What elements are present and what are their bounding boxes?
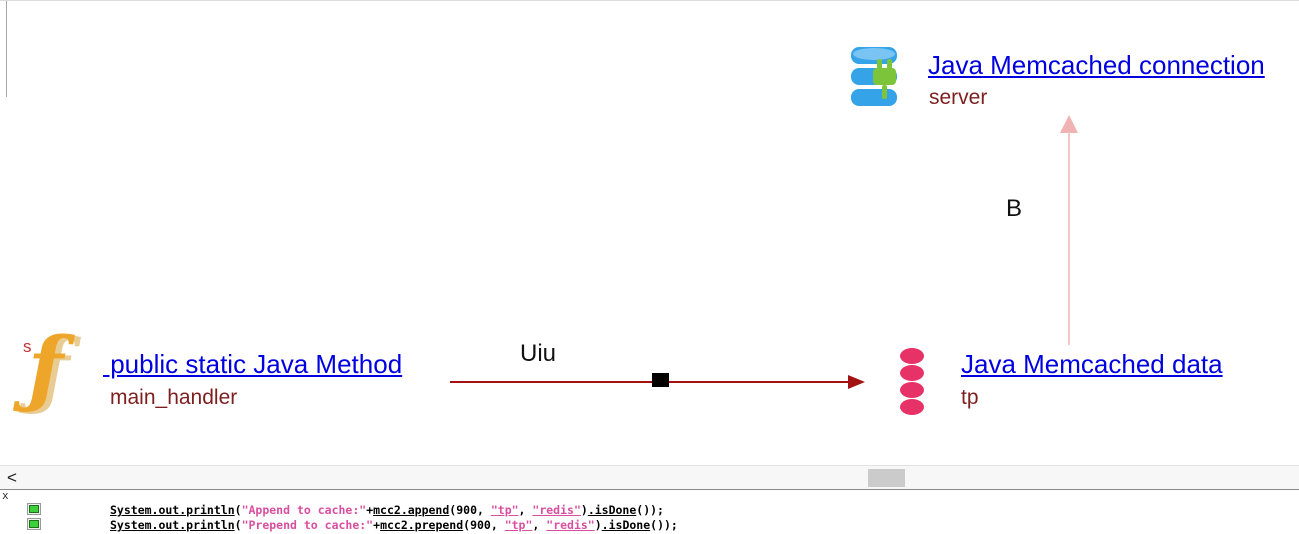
connection-node-subtitle: server xyxy=(929,86,988,109)
canvas-edge-line xyxy=(6,1,7,97)
code-token: mcc2.append xyxy=(373,503,450,517)
code-token: mcc2.prepend xyxy=(380,518,464,532)
code-token: "redis" xyxy=(546,518,595,532)
java-method-icon[interactable]: ƒ xyxy=(28,320,64,416)
method-node-subtitle: main_handler xyxy=(110,386,238,409)
breakpoint-fill xyxy=(29,505,39,513)
code-token: ) xyxy=(594,518,602,532)
code-token: + xyxy=(366,503,374,517)
code-token: "Prepend to cache:" xyxy=(241,518,374,532)
method-node-title[interactable]: public static Java Method xyxy=(103,349,403,379)
connection-node-title[interactable]: Java Memcached connection xyxy=(928,50,1265,80)
code-panel: x System.out.println("Append to cache:"+… xyxy=(0,489,1299,534)
code-token: ()); xyxy=(636,503,664,517)
edge-label-b[interactable]: B xyxy=(1006,195,1023,222)
edge-arrowhead-right xyxy=(848,375,865,389)
edge-arrowhead-up xyxy=(1060,115,1078,133)
code-token: + xyxy=(373,518,381,532)
memcached-data-icon[interactable] xyxy=(899,347,927,417)
code-token: , xyxy=(518,503,533,517)
code-token: .isDone xyxy=(587,503,637,517)
data-node-subtitle: tp xyxy=(961,386,979,409)
static-badge: s xyxy=(23,337,32,356)
code-token: (900, xyxy=(449,503,491,517)
code-token: "redis" xyxy=(532,503,581,517)
code-token: ) xyxy=(580,503,588,517)
code-token: , xyxy=(532,518,547,532)
data-node-title[interactable]: Java Memcached data xyxy=(961,349,1223,379)
panel-close-icon[interactable]: x xyxy=(2,489,9,502)
code-token: "Append to cache:" xyxy=(241,503,367,517)
edge-midpoint-handle[interactable] xyxy=(652,373,669,387)
breakpoint-icon[interactable] xyxy=(27,503,41,515)
scroll-left-button[interactable]: < xyxy=(7,468,17,487)
horizontal-scrollbar[interactable]: < xyxy=(0,465,1299,490)
code-line[interactable]: System.out.println("Append to cache:"+mc… xyxy=(110,504,664,517)
breakpoint-icon[interactable] xyxy=(27,518,41,530)
code-token: ()); xyxy=(650,518,678,532)
code-token: (900, xyxy=(463,518,505,532)
code-token: .isDone xyxy=(601,518,651,532)
edge-label-uiu[interactable]: Uiu xyxy=(520,340,557,367)
memcached-connection-icon[interactable] xyxy=(846,43,904,119)
code-line[interactable]: System.out.println("Prepend to cache:"+m… xyxy=(110,519,678,532)
scrollbar-thumb[interactable] xyxy=(868,469,905,487)
code-token: ( xyxy=(234,503,242,517)
breakpoint-fill xyxy=(29,520,39,528)
code-token: "tp" xyxy=(490,503,519,517)
code-token: System.out.println xyxy=(110,503,235,517)
edge-method-to-data[interactable] xyxy=(450,381,850,383)
code-token: "tp" xyxy=(504,518,533,532)
edge-data-to-connection[interactable] xyxy=(1068,132,1070,345)
code-token: System.out.println xyxy=(110,518,235,532)
code-token: ( xyxy=(234,518,242,532)
